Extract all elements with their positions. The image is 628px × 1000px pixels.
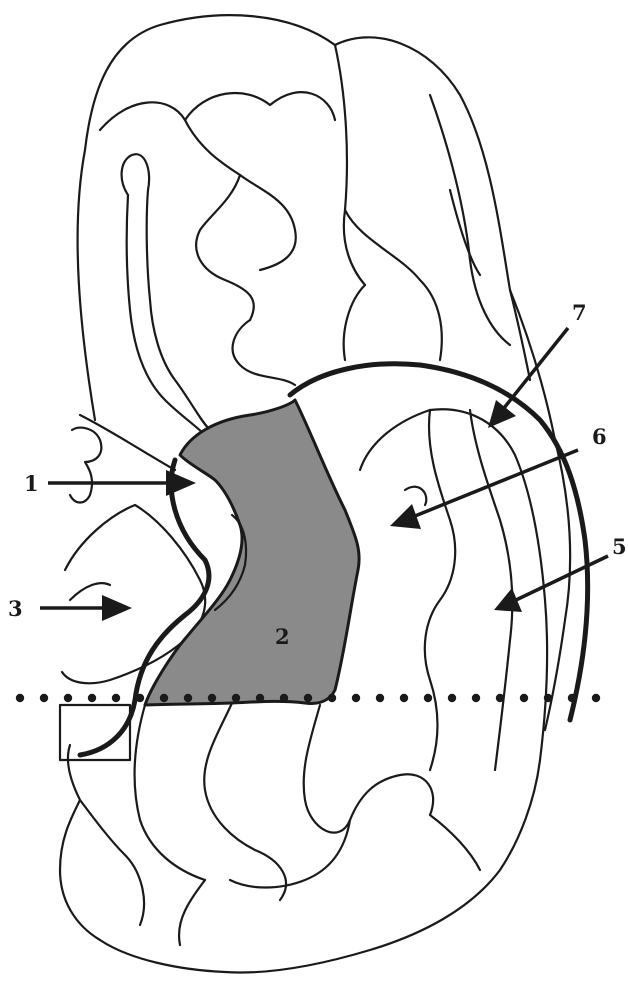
lower-gyrus-2 [204, 703, 286, 900]
dotted-line-dot [520, 694, 528, 702]
dotted-line-dot [496, 694, 504, 702]
shaded-region-2 [145, 400, 359, 705]
dotted-line-dot [64, 694, 72, 702]
olfactory-tract-inner [127, 195, 205, 435]
label-2: 2 [275, 624, 290, 649]
outer-lateral-line [510, 290, 570, 730]
label-1: 1 [24, 471, 39, 496]
arrow-7 [488, 328, 568, 428]
upper-gyrus-1 [100, 92, 335, 130]
dotted-line-dot [280, 694, 288, 702]
lower-gyrus-4 [230, 820, 350, 888]
label-7: 7 [572, 300, 587, 325]
dotted-line-dot [352, 694, 360, 702]
dotted-line-dot [112, 694, 120, 702]
dotted-line-dot [40, 694, 48, 702]
dotted-line-dot [160, 694, 168, 702]
lower-gyrus-6 [80, 800, 144, 925]
upper-gyrus-9 [450, 190, 480, 275]
dotted-reference-line [16, 694, 600, 702]
left-structure-top [70, 428, 101, 503]
temporal-gyrus-2 [470, 410, 512, 770]
dotted-line-dot [232, 694, 240, 702]
dotted-line-dot [424, 694, 432, 702]
dotted-line-dot [568, 694, 576, 702]
label-5: 5 [612, 534, 627, 559]
lower-gyrus-3 [304, 705, 433, 833]
dotted-line-dot [304, 694, 312, 702]
upper-lobe-outline [78, 15, 530, 420]
upper-gyrus-4 [196, 175, 254, 320]
olfactory-bulb [122, 154, 210, 430]
olfactory-line [80, 415, 175, 470]
arrow-6 [390, 450, 578, 529]
lower-gyrus-1 [135, 705, 205, 880]
dotted-line-dot [208, 694, 216, 702]
temporal-gyrus-1 [425, 410, 455, 770]
lower-gyrus-7 [179, 880, 205, 945]
label-6: 6 [592, 424, 607, 449]
dotted-line-dot [448, 694, 456, 702]
dotted-line-dot [136, 694, 144, 702]
dotted-line-dot [472, 694, 480, 702]
upper-gyrus-7 [344, 285, 365, 360]
dotted-line-dot [544, 694, 552, 702]
dotted-line-dot [16, 694, 24, 702]
dotted-line-dot [184, 694, 192, 702]
upper-gyrus-6 [345, 210, 442, 360]
dotted-line-dot [592, 694, 600, 702]
upper-gyrus-5 [233, 320, 295, 385]
temporal-gyrus-3 [405, 487, 426, 505]
label-3: 3 [8, 596, 23, 621]
dotted-line-dot [376, 694, 384, 702]
dotted-line-dot [400, 694, 408, 702]
upper-gyrus-3 [185, 120, 296, 270]
dotted-line-dot [88, 694, 96, 702]
arrow-1 [48, 470, 196, 496]
upper-gyrus-2 [335, 45, 365, 285]
arrow-3 [40, 595, 132, 621]
dotted-line-dot [256, 694, 264, 702]
dotted-line-dot [328, 694, 336, 702]
lower-gyrus-5 [430, 815, 480, 870]
